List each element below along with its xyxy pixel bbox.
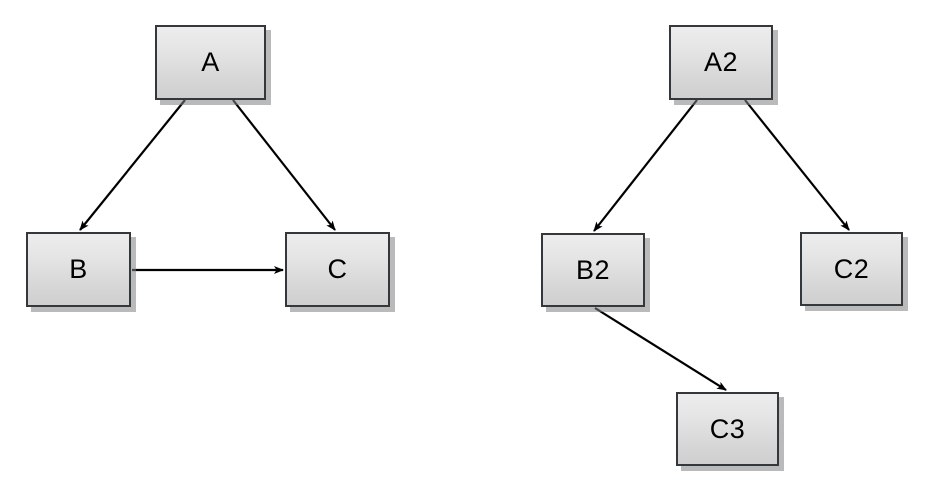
- edge-a-to-c: [232, 99, 336, 231]
- edge-a2-to-c2: [744, 99, 850, 231]
- node-c2[interactable]: C2: [800, 232, 903, 306]
- edge-a-to-b: [79, 99, 186, 231]
- edge-b2-to-c3: [594, 307, 727, 391]
- node-a2-label: A2: [703, 47, 739, 77]
- node-b-label: B: [69, 254, 88, 284]
- node-b[interactable]: B: [26, 232, 131, 307]
- node-c3[interactable]: C3: [676, 392, 779, 466]
- node-c2-label: C2: [833, 253, 870, 284]
- node-b2[interactable]: B2: [541, 233, 645, 307]
- edge-a2-to-b2: [593, 99, 698, 232]
- node-b2-label: B2: [575, 254, 611, 285]
- node-c[interactable]: C: [285, 232, 390, 307]
- node-a2[interactable]: A2: [669, 25, 773, 100]
- node-a-label: A: [201, 47, 220, 77]
- node-c-label: C: [327, 254, 348, 284]
- node-a[interactable]: A: [155, 25, 266, 100]
- node-c3-label: C3: [709, 413, 746, 444]
